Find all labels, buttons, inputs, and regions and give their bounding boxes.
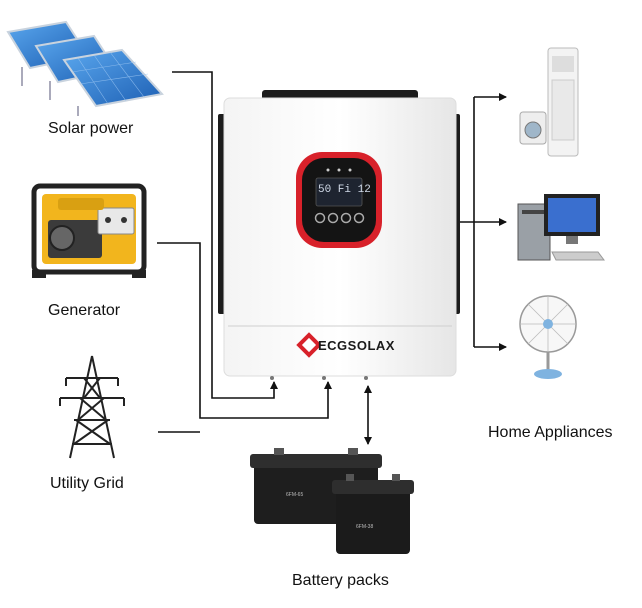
label-battery-packs: Battery packs bbox=[292, 572, 389, 589]
panel-button-1[interactable] bbox=[314, 212, 326, 224]
generator-line bbox=[157, 242, 332, 419]
electric-fan-icon bbox=[519, 295, 577, 379]
generator-icon bbox=[31, 183, 147, 278]
battery-front: 6FM-38 bbox=[332, 474, 414, 554]
panel-button-2[interactable] bbox=[327, 212, 339, 224]
status-leds bbox=[326, 168, 352, 172]
label-utility-grid: Utility Grid bbox=[50, 475, 124, 492]
desktop-computer-icon bbox=[517, 194, 605, 261]
lcd-screen bbox=[315, 177, 363, 207]
connection-lines bbox=[157, 71, 507, 445]
label-home-appliances: Home Appliances bbox=[488, 424, 613, 441]
solar-line bbox=[172, 71, 278, 399]
label-generator: Generator bbox=[48, 302, 121, 319]
panel-button-3[interactable] bbox=[340, 212, 352, 224]
inverter bbox=[218, 90, 460, 380]
battery-icon: 6FM-65 6FM-38 bbox=[250, 448, 414, 554]
brand-logo-icon bbox=[296, 332, 322, 358]
battery-model-2: 6FM-38 bbox=[356, 524, 373, 530]
battery-model-1: 6FM-65 bbox=[286, 492, 303, 498]
transmission-tower-icon bbox=[59, 355, 125, 459]
lcd-readout: 50 Fi 12 bbox=[318, 184, 371, 196]
control-buttons bbox=[314, 212, 365, 224]
solar-panel-icon bbox=[6, 20, 164, 116]
inverter-brand: ECGSOLAX bbox=[318, 338, 395, 353]
panel-button-4[interactable] bbox=[353, 212, 365, 224]
label-solar-power: Solar power bbox=[48, 120, 134, 137]
air-conditioner-icon bbox=[519, 47, 579, 157]
